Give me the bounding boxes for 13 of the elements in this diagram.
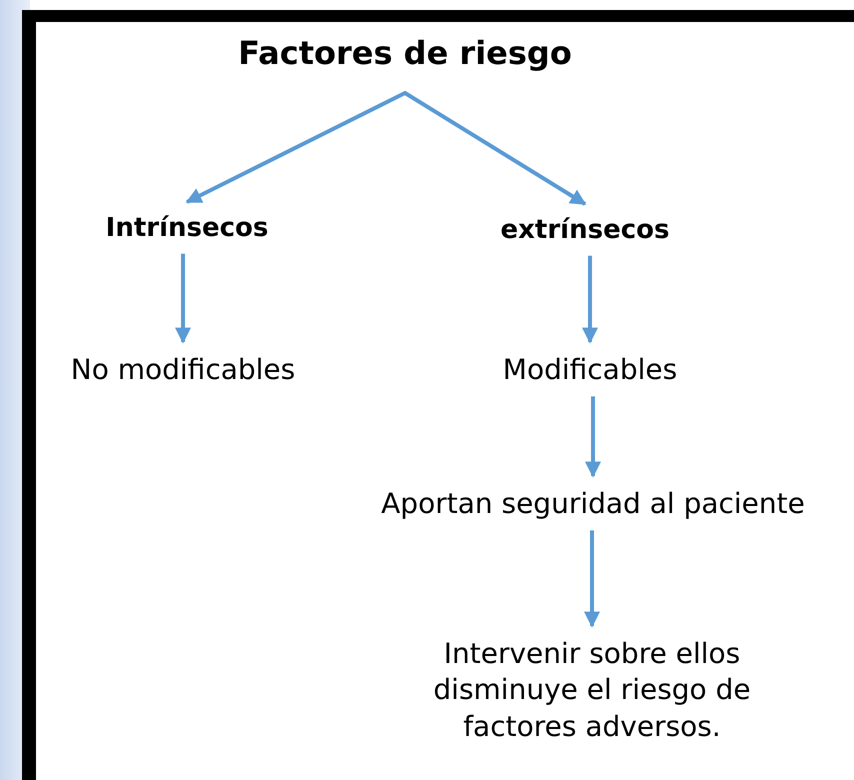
node-label: Intervenir sobre ellos disminuye el riesgo de factores adversos. <box>397 636 787 746</box>
arrow <box>584 530 600 628</box>
arrow <box>404 91 586 206</box>
node-label: No modificables <box>70 352 296 388</box>
node-label: extrínsecos <box>500 214 670 248</box>
arrow <box>175 254 191 344</box>
diagram-title: Factores de riesgo <box>238 34 572 72</box>
arrow <box>582 256 598 344</box>
node-label: Aportan seguridad al paciente <box>381 486 805 522</box>
arrow <box>585 396 601 478</box>
node-label: Intrínsecos <box>106 212 268 246</box>
arrow <box>186 91 406 204</box>
node-label: Modificables <box>502 352 678 388</box>
